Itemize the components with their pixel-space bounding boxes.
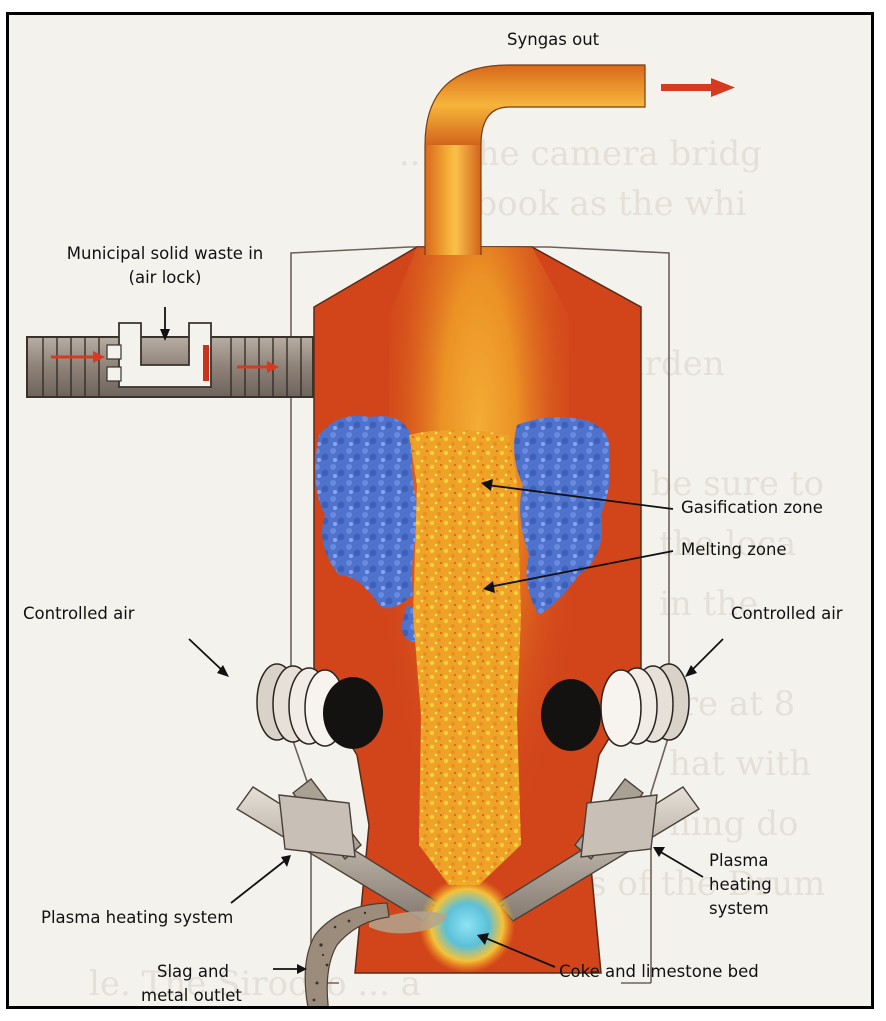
label-plasma-right-line1: Plasma bbox=[709, 851, 768, 870]
label-gasification-zone: Gasification zone bbox=[681, 498, 823, 517]
syngas-flow-arrow bbox=[661, 78, 735, 97]
label-controlled-air-right: Controlled air bbox=[731, 604, 843, 623]
svg-text:hat with: hat with bbox=[669, 744, 811, 784]
label-coke-bed: Coke and limestone bed bbox=[559, 962, 759, 981]
label-waste-in-line2: (air lock) bbox=[129, 268, 202, 287]
label-syngas-out: Syngas out bbox=[507, 30, 600, 49]
label-slag-line1: Slag and bbox=[157, 962, 229, 981]
label-plasma-right-line2: heating bbox=[709, 875, 772, 894]
diagram-frame: ...g the camera bridg rebook as the whi … bbox=[6, 12, 874, 1009]
label-waste-in-line1: Municipal solid waste in bbox=[67, 244, 264, 263]
svg-text:es of the Drum: es of the Drum bbox=[569, 864, 825, 904]
label-plasma-left: Plasma heating system bbox=[41, 908, 233, 927]
label-melting-zone: Melting zone bbox=[681, 540, 787, 559]
waste-feed-conveyor bbox=[27, 323, 313, 397]
plasma-gasifier-diagram: ...g the camera bridg rebook as the whi … bbox=[9, 15, 874, 1009]
label-plasma-right-line3: system bbox=[709, 899, 769, 918]
svg-text:rebook as the whi: rebook as the whi bbox=[439, 184, 747, 224]
label-slag-line2: metal outlet bbox=[141, 986, 242, 1005]
burning-material-column bbox=[409, 430, 521, 885]
label-controlled-air-left: Controlled air bbox=[23, 604, 135, 623]
